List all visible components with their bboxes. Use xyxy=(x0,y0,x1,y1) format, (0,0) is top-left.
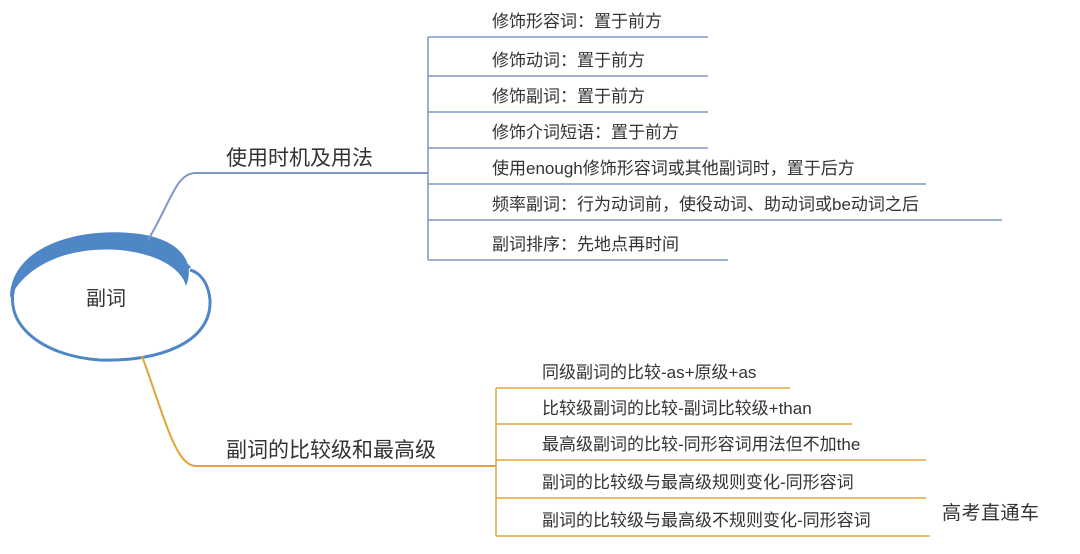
branch-label-usage: 使用时机及用法 xyxy=(226,147,373,170)
leaf-label: 修饰动词：置于前方 xyxy=(492,51,645,70)
branch-curve xyxy=(147,172,428,241)
leaf-label: 副词的比较级与最高级不规则变化-同形容词 xyxy=(542,511,871,530)
branch-curve xyxy=(141,355,496,467)
leaf-label: 最高级副词的比较-同形容词用法但不加the xyxy=(542,435,861,454)
root-label: 副词 xyxy=(86,288,126,310)
leaf-label: 修饰副词：置于前方 xyxy=(492,87,645,106)
leaf-label: 比较级副词的比较-副词比较级+than xyxy=(542,399,812,418)
leaf-label: 副词的比较级与最高级规则变化-同形容词 xyxy=(542,473,854,492)
root-ring-swoosh xyxy=(10,232,189,298)
watermark-text: 高考直通车 xyxy=(942,503,1040,524)
leaf-label: 频率副词：行为动词前，使役动词、助动词或be动词之后 xyxy=(492,195,919,214)
root-node-shape xyxy=(10,232,212,362)
leaf-label: 修饰形容词：置于前方 xyxy=(492,12,662,31)
leaf-label: 同级副词的比较-as+原级+as xyxy=(542,363,757,382)
branch-comparison-connectors xyxy=(141,355,930,537)
branch-label-comparison: 副词的比较级和最高级 xyxy=(226,439,436,462)
leaf-label: 副词排序：先地点再时间 xyxy=(492,235,679,254)
leaf-label: 使用enough修饰形容词或其他副词时，置于后方 xyxy=(492,159,855,178)
branch-usage-connectors xyxy=(147,36,1002,261)
leaf-label: 修饰介词短语：置于前方 xyxy=(492,123,679,142)
